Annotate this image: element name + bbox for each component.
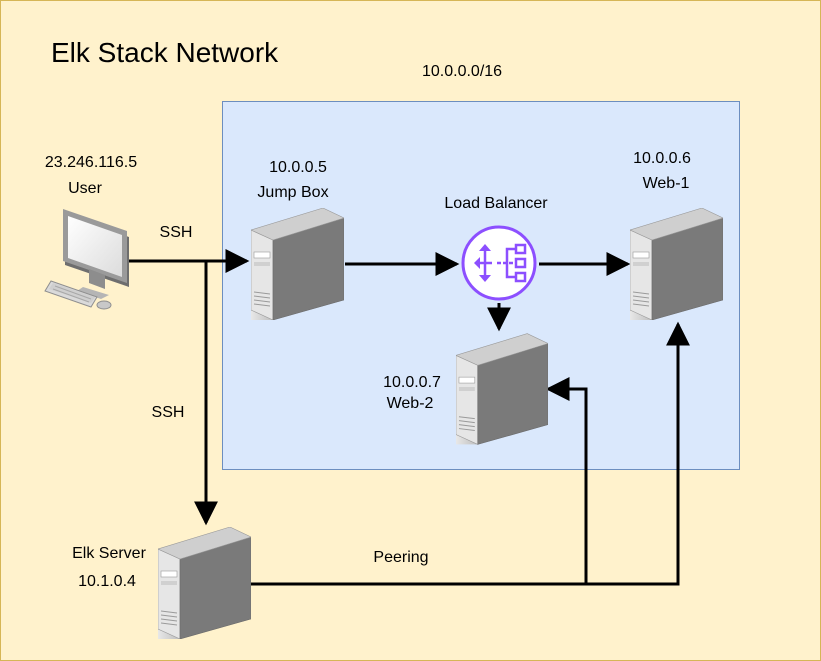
elk-server-icon [158,527,251,639]
web2-name-label: Web-2 [386,395,434,412]
jumpbox-ip-label: 10.0.0.5 [269,159,327,176]
user-name-label: User [68,180,102,197]
edge-label-ssh-elk: SSH [151,404,185,421]
edge-elk-web2 [545,377,588,584]
edge-label-peering: Peering [373,549,429,566]
edge-label-ssh-jumpbox: SSH [159,224,193,241]
workstation-icon [44,209,129,310]
web1-name-label: Web-1 [642,175,690,192]
load-balancer-label: Load Balancer [444,195,548,212]
web2-server-icon [456,333,548,445]
jumpbox-name-label: Jump Box [257,184,329,201]
load-balancer-icon [461,225,537,301]
elk-name-label: Elk Server [72,545,146,562]
web1-server-icon [630,208,723,320]
edge-elk-web1 [251,321,690,586]
diagram-title: Elk Stack Network [51,37,279,68]
web1-ip-label: 10.0.0.6 [633,150,691,167]
web2-ip-label: 10.0.0.7 [383,374,441,391]
vnet-cidr-label: 10.0.0.0/16 [422,63,503,80]
jumpbox-server-icon [251,208,344,320]
user-ip-label: 23.246.116.5 [44,154,138,171]
elk-ip-label: 10.1.0.4 [78,573,136,590]
